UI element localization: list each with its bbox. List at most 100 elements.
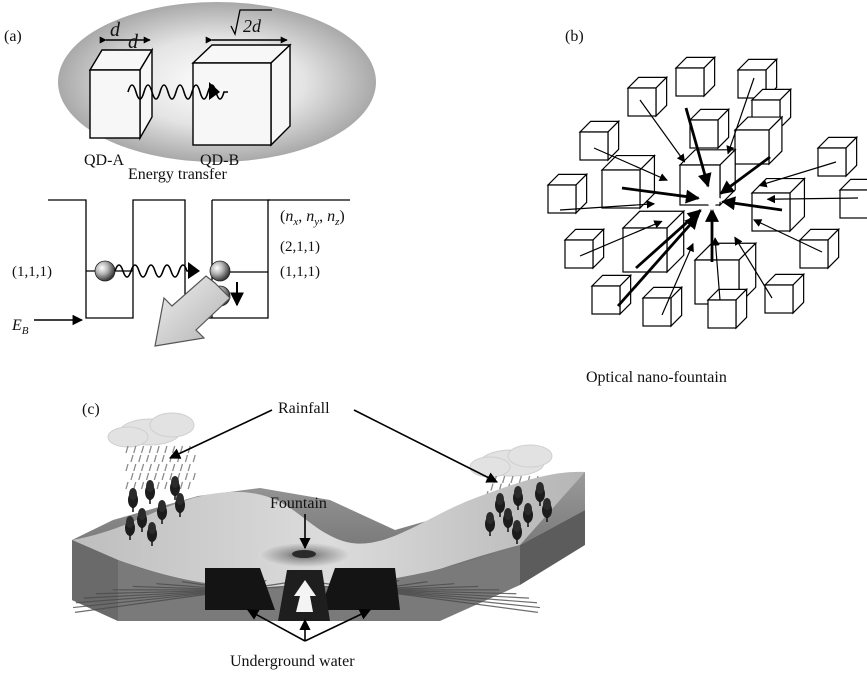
nano-cube [733,115,784,166]
nano-cube [706,287,749,330]
electron-upper [209,260,231,282]
rainfall-label: Rainfall [278,400,330,417]
rain-streak [502,475,506,484]
trees [125,476,552,546]
energy-transfer-wave [127,84,228,100]
rain-streak [177,454,181,463]
thick-flow-arrow [721,196,783,212]
rain-streak [125,445,129,454]
rainfall-arrow-left [168,409,273,459]
rain-streak [125,481,129,490]
rain-streak [153,472,157,481]
underground-water-right [320,568,400,610]
ray [369,589,541,609]
thin-flow-arrow [711,237,721,301]
nano-cube [626,75,669,118]
nano-cube [763,272,806,315]
panel-b-label: (b) [565,28,584,45]
rain-streak [140,445,145,454]
underground-water-left [205,568,275,610]
nano-cube [590,273,633,316]
qd-b-cube [191,43,292,147]
ground-right-face [520,510,585,585]
rain-streak [138,454,142,463]
nano-cube [750,87,793,130]
rain-streak [187,463,191,472]
rain-streak [145,472,150,481]
panel-a-label: (a) [4,28,22,45]
rain-streak [164,445,168,454]
nano-cube [621,209,686,274]
rain-streak [510,475,514,484]
panel-a: (a) d d 2d QD-A QD-B Energy transfer [4,2,376,347]
panel-c: (c) Rainfall Fountain [72,400,585,670]
quantum-numbers-label: (nx, ny, nz) [280,208,345,228]
rain-streak [490,483,494,491]
rain-streak [130,472,134,481]
rainfall-arrow-right [353,409,499,483]
rain-streak [133,481,137,490]
underground-arrow-right [304,609,372,642]
rain-streak [169,454,173,463]
nano-cube [546,172,589,215]
electron-left [94,260,116,282]
width-sqrt2-label: 2d [243,16,262,36]
rain-streak [161,472,165,481]
rain-streak [153,454,157,463]
thin-flow-arrow [579,220,663,257]
tree [170,476,180,500]
tree [503,508,513,532]
rain-streak [164,481,168,490]
fountain-label: Fountain [270,495,327,512]
rain-streak [140,481,145,490]
tree [175,493,185,517]
tree [485,512,495,536]
width-d-label-right: d [128,31,139,53]
rain-streak [172,445,176,454]
thick-flow-arrow [616,214,699,307]
rain-streak [172,463,176,472]
state-lower-label: (1,1,1) [280,264,320,280]
rain-streak [518,475,522,484]
thin-flow-arrow [559,200,656,211]
panel-b: (b) Optical nano-fountain [546,28,867,386]
thin-flow-arrow [734,236,773,299]
rain-streak [156,445,160,454]
tree [512,520,522,544]
rain-streak [148,463,152,472]
qd-b-label: QD-B [200,152,239,169]
valley-surface [72,471,585,588]
cloud-right [469,444,553,478]
nano-cube [838,178,867,219]
rain-streak [145,454,150,463]
nano-cube [674,55,717,98]
tree [125,516,135,540]
rain-streak [140,463,145,472]
energy-transfer-caption: Energy transfer [128,166,227,183]
state-upper-label: (2,1,1) [280,239,320,255]
nano-cube [798,227,841,270]
thin-flow-arrow [639,99,686,163]
nano-cube [641,285,684,328]
fountain-spout [292,550,316,558]
nano-cube [816,135,859,178]
thin-flow-arrow [593,147,668,182]
qd-a-label: QD-A [84,152,124,169]
panel-c-label: (c) [82,401,100,418]
rain-streak [156,463,160,472]
rain-streak [184,472,189,481]
thin-flow-arrow [766,194,859,204]
rain-streak [187,481,191,490]
thick-flow-arrow [719,155,771,195]
tree [157,500,167,524]
rain-streak [133,463,137,472]
fountain-center-star [699,188,725,212]
thin-flow-arrow [726,77,755,155]
tree [145,480,155,504]
rain-streak [156,481,160,490]
rain-streak [192,472,196,481]
level-transfer-wave [114,264,190,278]
rain-streak [169,472,173,481]
thin-flow-arrow [753,219,823,253]
